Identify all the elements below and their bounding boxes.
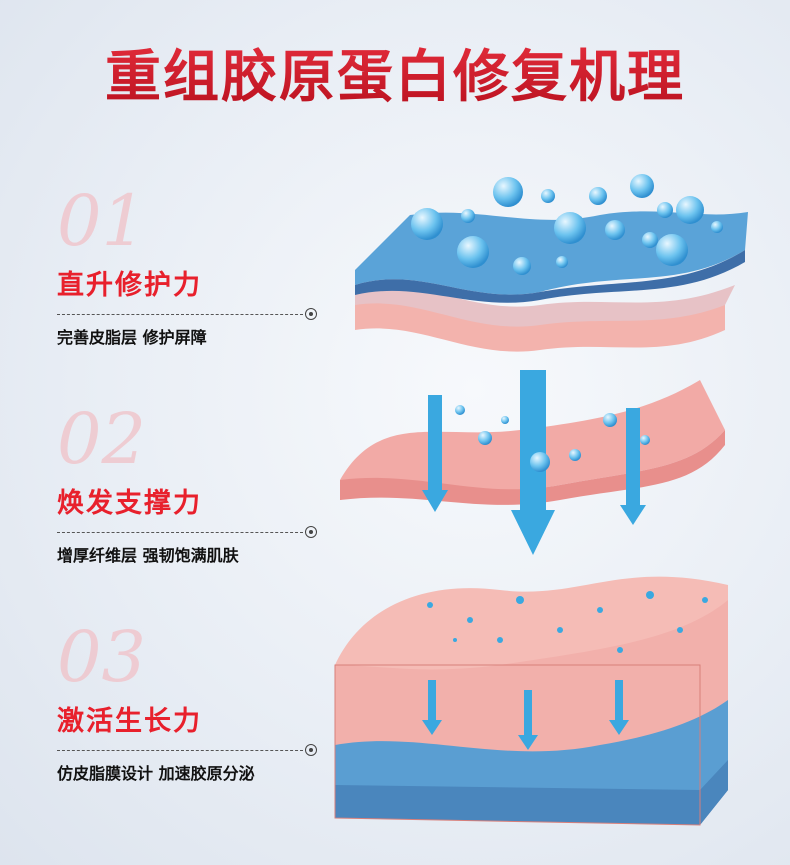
section-title: 激活生长力 — [57, 706, 202, 737]
target-dot-icon — [305, 308, 317, 320]
divider — [57, 532, 303, 533]
arrow-down-icon — [422, 370, 646, 555]
section-title: 焕发支撑力 — [57, 488, 202, 519]
skin-block-icon — [334, 576, 728, 826]
section-title: 直升修护力 — [57, 270, 202, 301]
section-subtitle: 增厚纤维层 强韧饱满肌肤 — [57, 546, 239, 565]
target-dot-icon — [305, 744, 317, 756]
water-bubbles-icon — [455, 405, 650, 472]
target-dot-icon — [305, 526, 317, 538]
water-bubbles-icon — [411, 174, 723, 275]
section-number: 01 — [57, 180, 147, 262]
arrow-down-icon — [422, 680, 629, 750]
divider — [57, 750, 303, 751]
page-title: 重组胶原蛋白修复机理 — [0, 32, 790, 113]
section-number: 03 — [57, 616, 147, 698]
section-subtitle: 仿皮脂膜设计 加速胶原分泌 — [57, 764, 255, 783]
divider — [57, 314, 303, 315]
section-number: 02 — [57, 398, 147, 480]
section-subtitle: 完善皮脂层 修护屏障 — [57, 328, 207, 347]
particle-dots-icon — [427, 591, 708, 653]
